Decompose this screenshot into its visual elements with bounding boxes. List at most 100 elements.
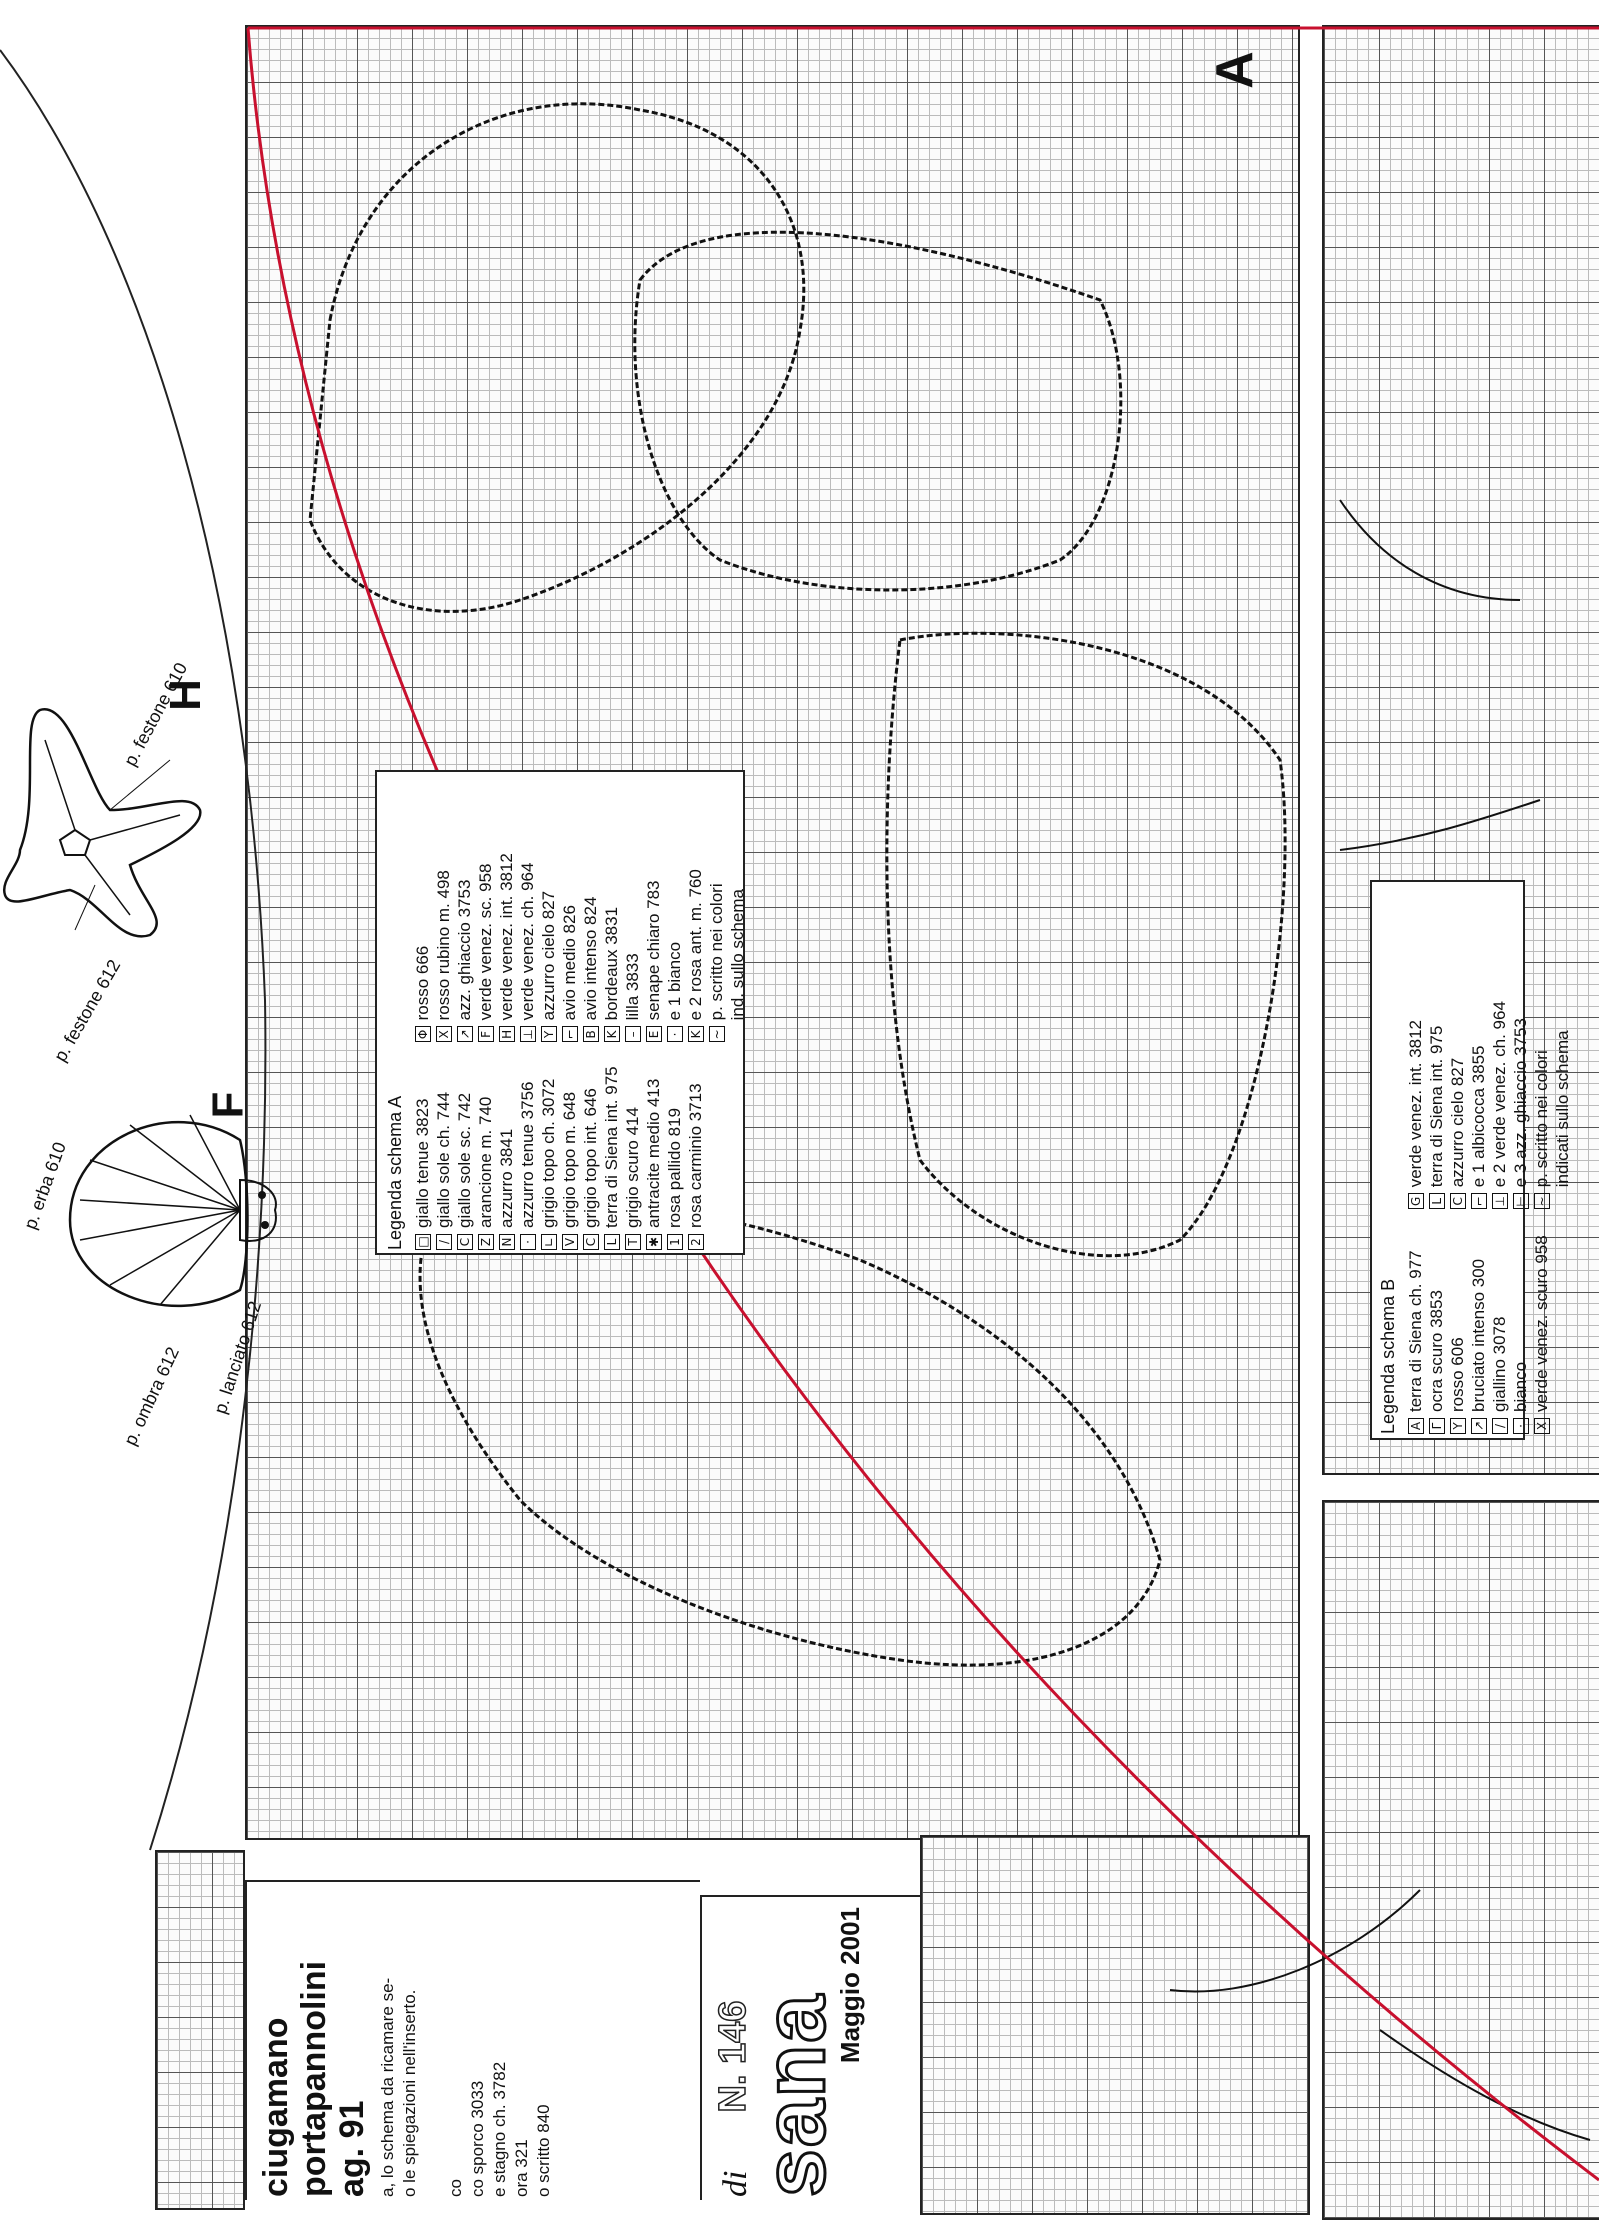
legend-text: ocra scuro 3853 <box>1427 1290 1446 1412</box>
legend-text: rosso 606 <box>1448 1337 1467 1412</box>
legend-entry: ~p. scritto nei colori <box>706 853 727 1043</box>
legend-text: bianco <box>1511 1361 1530 1412</box>
legend-text: e 2 verde venez. ch. 964 <box>1490 1001 1509 1188</box>
legend-text: terra di Siena int. 975 <box>1427 1025 1446 1188</box>
legend-entry: ~p. scritto nei colori <box>1531 1001 1552 1210</box>
article-item: o scritto 840 <box>534 2104 553 2197</box>
legend-text: terra di Siena int. 975 <box>602 1066 621 1228</box>
legend-symbol: K <box>687 1026 704 1043</box>
chart-grid-a <box>245 25 1300 1840</box>
article-body-1: a, lo schema da ricamare se- <box>378 1977 397 2197</box>
legend-entry: /giallino 3078 <box>1489 1235 1510 1434</box>
legend-text: avio medio 826 <box>560 905 579 1021</box>
masthead-content: di N. 146 sana Maggio 2001 <box>711 1907 866 2199</box>
legend-text: rosa pallido 819 <box>665 1107 684 1228</box>
legend-symbol: · <box>519 1234 536 1250</box>
article-item: e stagno ch. 3782 <box>490 2061 509 2197</box>
legend-text: lilla 3833 <box>623 953 642 1021</box>
legend-text: verde venez. scuro 958 <box>1532 1235 1551 1412</box>
legend-symbol: V <box>561 1234 578 1250</box>
legend-entry: ind. sullo schema <box>727 853 748 1042</box>
legend-text: e 1 albicocca 3855 <box>1469 1045 1488 1188</box>
legend-symbol: A <box>1407 1418 1424 1434</box>
legend-text: e 2 rosa ant. m. 760 <box>686 869 705 1021</box>
legend-entry: ↗bruciato intenso 300 <box>1468 1235 1489 1434</box>
shell-letter: F <box>203 1091 253 1119</box>
legend-a-content: Legenda schema A □giallo tenue 3823/gial… <box>385 780 748 1250</box>
legend-symbol: ⌐ <box>561 1026 578 1043</box>
article-item: co sporco 3033 <box>468 2080 487 2197</box>
legend-text: rosa carminio 3713 <box>686 1083 705 1228</box>
legend-symbol: Γ <box>1428 1418 1445 1434</box>
legend-text: senape chiaro 783 <box>644 880 663 1021</box>
legend-symbol: 1 <box>666 1234 683 1250</box>
article-title-3: ag. 91 <box>333 2100 371 2197</box>
legend-text: verde venez. sc. 958 <box>476 863 495 1021</box>
legend-text: giallo tenue 3823 <box>413 1098 432 1228</box>
starfish-diagram <box>2 708 202 938</box>
legend-text: grigio scuro 414 <box>623 1107 642 1228</box>
legend-entry: ✱antracite medio 413 <box>643 1066 664 1250</box>
legend-a-box: Legenda schema A □giallo tenue 3823/gial… <box>375 770 748 1255</box>
motif-shell-mid <box>885 631 1287 1258</box>
legend-text: arancione m. 740 <box>476 1096 495 1228</box>
legend-entry: ⌐e 1 albicocca 3855 <box>1468 1001 1489 1210</box>
legend-text: p. scritto nei colori <box>1532 1050 1551 1188</box>
legend-text: rosso rubino m. 498 <box>434 870 453 1021</box>
legend-entry: ⊥e 2 verde venez. ch. 964 <box>1489 1001 1510 1210</box>
legend-text: giallo sole ch. 744 <box>434 1091 453 1228</box>
legend-text: verde venez. ch. 964 <box>518 862 537 1021</box>
legend-symbol: X <box>1533 1418 1550 1434</box>
legend-symbol: / <box>1491 1418 1508 1434</box>
legend-text: grigio topo m. 648 <box>560 1091 579 1228</box>
legend-entry: indicati sullo schema <box>1552 1001 1573 1209</box>
chart-grid-b <box>1322 25 1599 1475</box>
legend-text: indicati sullo schema <box>1553 1030 1572 1188</box>
legend-entry: –lilla 3833 <box>622 853 643 1043</box>
legend-symbol: C <box>582 1234 599 1250</box>
masthead-brand: sana <box>746 1991 845 2198</box>
legend-entry: ·azzurro tenue 3756 <box>517 1066 538 1250</box>
legend-entry: □giallo tenue 3823 <box>412 1066 433 1250</box>
chart-grid-d <box>920 1835 1310 2215</box>
legend-symbol: F <box>477 1026 494 1043</box>
legend-entry: ∟grigio topo ch. 3072 <box>538 1066 559 1250</box>
legend-text: e 3 azz. ghiaccio 3753 <box>1511 1018 1530 1188</box>
legend-symbol: N <box>498 1234 515 1250</box>
legend-symbol: ↗ <box>1470 1418 1487 1434</box>
schema-a-label: A <box>1206 51 1264 89</box>
article-box: ciugamano portapannolini ag. 91 a, lo sc… <box>245 1880 700 2200</box>
legend-text: grigio topo ch. 3072 <box>539 1078 558 1228</box>
legend-symbol: B <box>582 1026 599 1043</box>
legend-symbol: H <box>498 1026 515 1043</box>
legend-symbol: C <box>1449 1193 1466 1210</box>
legend-symbol: Φ <box>414 1026 431 1043</box>
legend-text: antracite medio 413 <box>644 1078 663 1228</box>
legend-symbol: G <box>1407 1193 1424 1210</box>
legend-text: terra di Siena ch. 977 <box>1406 1250 1425 1412</box>
legend-symbol: Y <box>1449 1418 1466 1434</box>
legend-entry: ·bianco <box>1510 1235 1531 1434</box>
legend-text: rosso 666 <box>413 945 432 1021</box>
legend-symbol: L <box>1428 1193 1445 1210</box>
legend-symbol: C <box>456 1234 473 1250</box>
